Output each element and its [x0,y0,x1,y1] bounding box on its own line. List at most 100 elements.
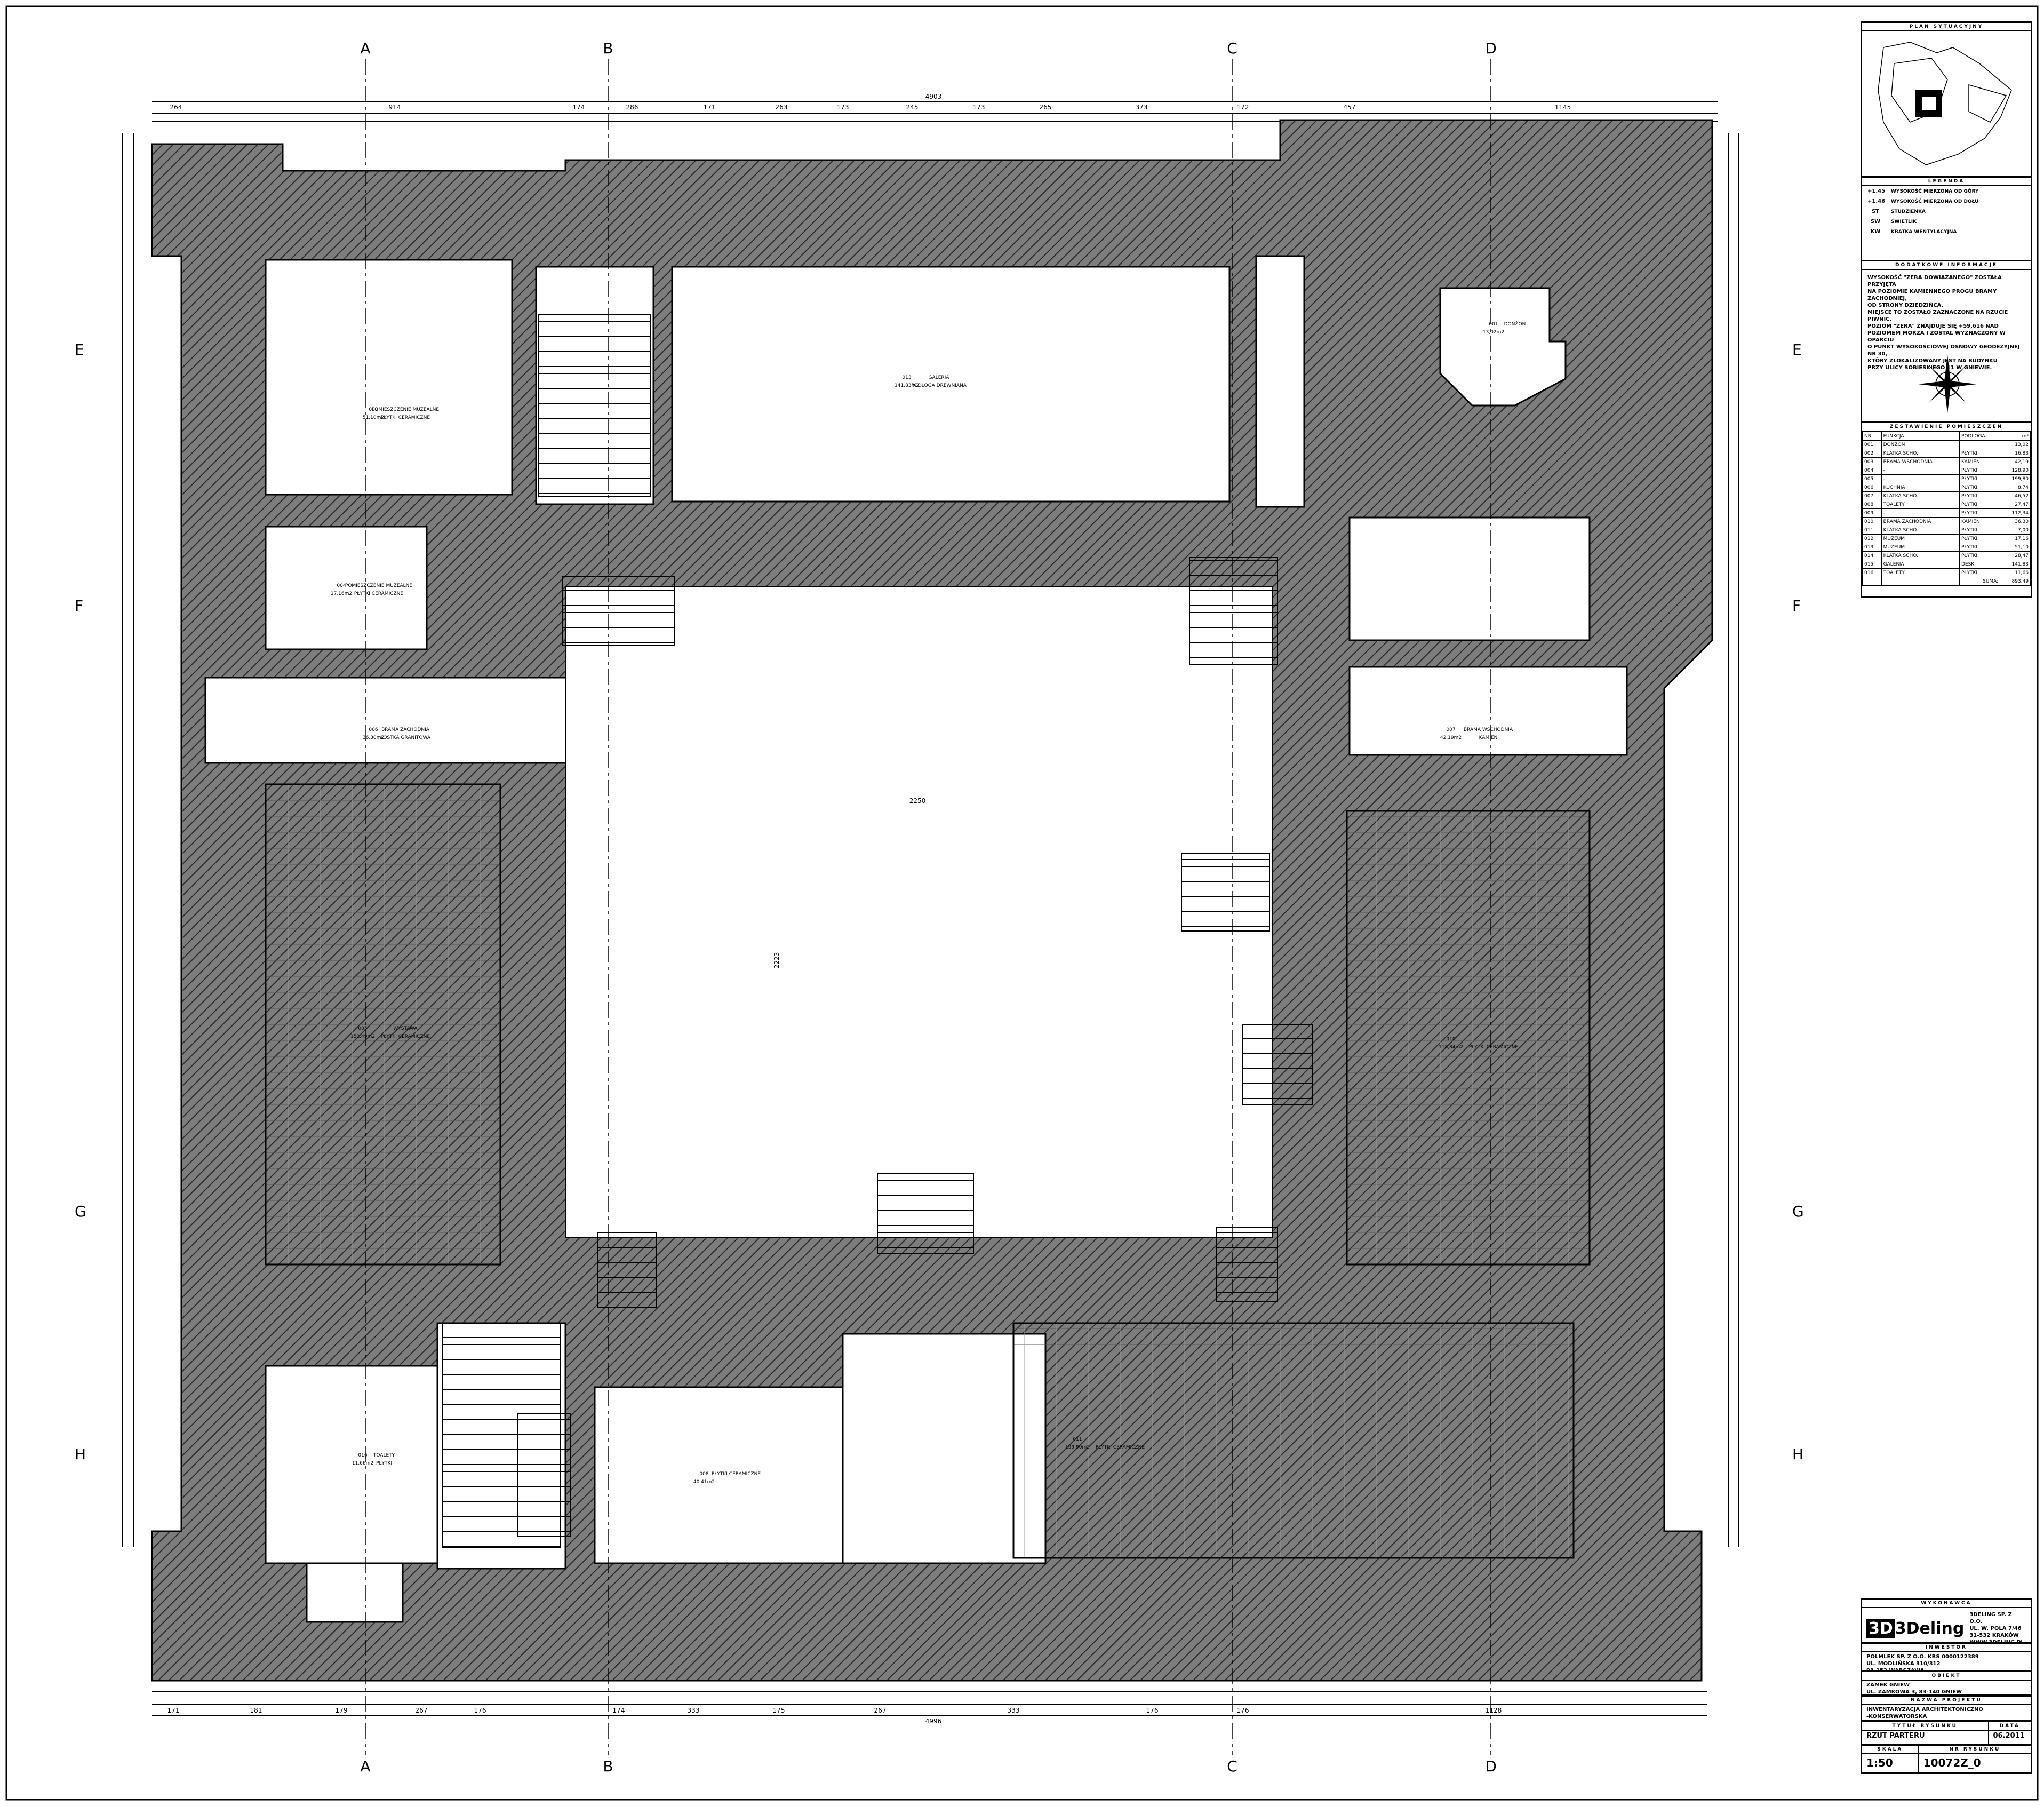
axis-left-label: E [75,341,84,359]
dimension-text: 914 [389,104,401,111]
svg-text:BRAMA ZACHODNIA: BRAMA ZACHODNIA [381,727,430,733]
drawing-number: 10072Z_0 [1923,1756,1981,1769]
svg-text:KAMIEŃ: KAMIEŃ [1479,734,1498,741]
contractor-title: WYKONAWCA [1862,1600,2031,1608]
dimension-text: 267 [416,1707,428,1714]
svg-text:152,49m2: 152,49m2 [350,1034,375,1039]
svg-text:36,30m2: 36,30m2 [363,735,384,741]
dimension-text: 333 [688,1707,700,1714]
dimension-lines [122,101,1739,1716]
dimension-text: 174 [613,1707,625,1714]
svg-text:016: 016 [358,1453,367,1458]
courtyard-width: 2250 [909,797,926,805]
grid-axes: A B C D A B C D E F G H E F G H [75,39,1804,1775]
sheet-date: 06.2011 [1993,1732,2025,1740]
overall-bottom-dimension: 4996 [925,1717,942,1725]
svg-text:PŁYTKI CERAMICZNE: PŁYTKI CERAMICZNE [1096,1445,1145,1450]
legend-text: ŚWIETLIK [1891,219,1917,225]
sheet-border [5,5,2039,1801]
legend-symbol: SW [1870,219,1881,225]
svg-text:WYSTAWA: WYSTAWA [393,1026,418,1031]
svg-text:POMIESZCZENIE MUZEALNE: POMIESZCZENIE MUZEALNE [345,583,413,588]
svg-text:40,41m2: 40,41m2 [693,1479,715,1485]
svg-text:GALERIA: GALERIA [929,375,950,380]
dimension-text: 176 [1146,1707,1159,1714]
scale-value: 1:50 [1866,1756,1893,1769]
investor-title: INWESTOR [1862,1644,2031,1652]
axis-right-label: G [1792,1203,1804,1220]
svg-text:008: 008 [699,1471,708,1477]
svg-text:BRAMA WSCHODNIA: BRAMA WSCHODNIA [1464,727,1513,733]
legend-text: KRATKA WENTYLACYJNA [1891,229,1957,235]
svg-text:005: 005 [358,1026,367,1031]
dimension-text: 176 [474,1707,486,1714]
north-arrow-icon [1918,355,1977,413]
project-title: NAZWA PROJEKTU [1862,1697,2031,1705]
table-sum-row: SUMA:893,49 [1862,577,2031,586]
room-schedule-title: ZESTAWIENIE POMIESZCZEŃ [1862,423,2031,432]
situation-plan-map [1878,42,2012,165]
overall-top-dimension: 4903 [925,93,942,100]
dimension-text: 333 [1008,1707,1020,1714]
svg-text:PŁYTKI CERAMICZNE: PŁYTKI CERAMICZNE [1469,1045,1519,1050]
axis-right-label: F [1792,597,1801,615]
svg-text:PŁYTKI CERAMICZNE: PŁYTKI CERAMICZNE [381,1034,430,1039]
legend-symbol: KW [1870,229,1881,235]
grid-axis-lines [365,59,1491,1755]
svg-text:TOALETY: TOALETY [373,1453,395,1458]
scale-panel: SKALA 1:50 NR RYSUNKU 10072Z_0 [1861,1744,2032,1774]
svg-text:PŁYTKI CERAMICZNE: PŁYTKI CERAMICZNE [381,415,430,420]
dimension-text: 457 [1344,104,1356,111]
sheet-title: RZUT PARTERU [1866,1732,1925,1740]
legend-symbol: +1.45 [1867,188,1886,194]
svg-text:004: 004 [337,583,346,588]
axis-bottom-label: C [1227,1757,1237,1775]
dimension-text: 245 [906,104,919,111]
svg-text:010: 010 [1446,1037,1455,1042]
svg-text:51,10m2: 51,10m2 [363,415,384,420]
axis-left-label: F [75,597,83,615]
dimension-text: 179 [336,1707,348,1714]
info-panel: DODATKOWE INFORMACJE WYSOKOŚĆ "ZERA DOWI… [1861,260,2032,423]
axis-left-label: G [75,1203,86,1220]
axis-right-label: H [1792,1445,1803,1463]
object-title: OBIEKT [1862,1672,2031,1681]
axis-bottom-label: A [360,1757,370,1775]
svg-text:17,16m2: 17,16m2 [331,591,352,596]
staircases [442,314,1313,1548]
legend-text: STUDZIENKA [1891,209,1926,214]
legend-symbol: +1.46 [1867,198,1886,204]
dimension-text: 173 [837,104,849,111]
svg-text:PODŁOGA DREWNIANA: PODŁOGA DREWNIANA [911,383,967,388]
svg-text:199,90m2: 199,90m2 [1065,1445,1090,1450]
axis-bottom-label: D [1485,1757,1497,1775]
dimension-text: 286 [626,104,638,111]
legend-item: KW KRATKA WENTYLACYJNA [1862,227,2031,237]
legend-text: WYSOKOŚĆ MIERZONA OD GÓRY [1891,188,1979,194]
courtyard-height: 2223 [773,952,780,969]
svg-text:POMIESZCZENIE MUZEALNE: POMIESZCZENIE MUZEALNE [372,407,440,412]
dimension-text: 263 [776,104,788,111]
legend-item: +1.45 WYSOKOŚĆ MIERZONA OD GÓRY [1862,186,2031,196]
